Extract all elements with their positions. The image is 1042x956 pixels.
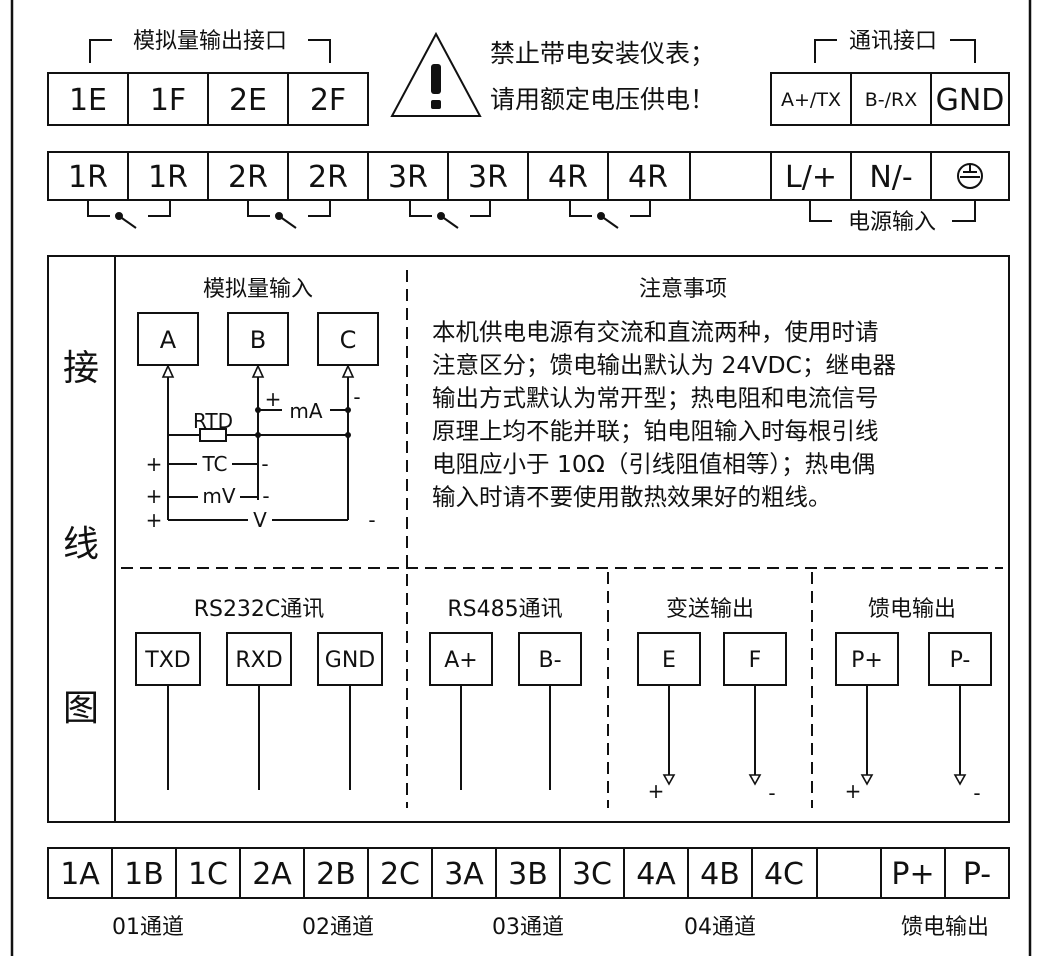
terminal-p-minus: P- bbox=[963, 857, 991, 892]
notes-line: 输出方式默认为常开型；热电阻和电流信号 bbox=[432, 384, 879, 412]
relay-contact-icon bbox=[569, 200, 651, 229]
terminal-4r: 4R bbox=[628, 160, 668, 195]
terminal-3r: 3R bbox=[388, 160, 428, 195]
terminal-4a: 4A bbox=[636, 857, 676, 892]
plus-sign: + bbox=[146, 508, 163, 532]
terminal-l: L/+ bbox=[785, 160, 837, 195]
channel-label: 01通道 bbox=[112, 915, 184, 940]
plus-sign: + bbox=[146, 484, 163, 508]
side-title-char: 接 bbox=[63, 348, 99, 389]
terminal-2r: 2R bbox=[308, 160, 348, 195]
minus-sign: - bbox=[768, 781, 775, 805]
notes-line: 本机供电电源有交流和直流两种，使用时请 bbox=[432, 318, 879, 346]
terminal-2f: 2F bbox=[310, 83, 346, 118]
minus-sign: - bbox=[368, 508, 375, 532]
notes-line: 电阻应小于 10Ω（引线阻值相等）；热电偶 bbox=[432, 450, 875, 478]
terminal-4c: 4C bbox=[764, 857, 804, 892]
terminal-2r: 2R bbox=[228, 160, 268, 195]
channel-label: 03通道 bbox=[492, 915, 564, 940]
relay-contact-icon bbox=[409, 200, 491, 229]
terminal-p-plus: P+ bbox=[891, 857, 934, 892]
notes-line: 原理上均不能并联；铂电阻输入时每根引线 bbox=[432, 417, 879, 445]
terminal-rxd: RXD bbox=[235, 648, 282, 673]
terminal-a-tx: A+/TX bbox=[781, 89, 841, 111]
terminal-3c: 3C bbox=[572, 857, 612, 892]
notes-line: 注意区分；馈电输出默认为 24VDC；继电器 bbox=[432, 351, 896, 379]
terminal-4b: 4B bbox=[700, 857, 740, 892]
terminal-e: E bbox=[662, 648, 676, 673]
terminal-b-rx: B-/RX bbox=[865, 89, 918, 111]
tc-label: TC bbox=[201, 452, 227, 476]
channel-label: 02通道 bbox=[302, 915, 374, 940]
terminal-1c: 1C bbox=[188, 857, 228, 892]
minus-sign: - bbox=[262, 484, 269, 508]
terminal-gnd: GND bbox=[325, 648, 375, 673]
terminal-1b: 1B bbox=[124, 857, 164, 892]
terminal-a: A bbox=[160, 326, 177, 354]
analog-input-title: 模拟量输入 bbox=[203, 277, 313, 302]
terminal-3r: 3R bbox=[468, 160, 508, 195]
analog-output-label: 模拟量输出接口 bbox=[133, 29, 287, 54]
terminal-b-minus: B- bbox=[538, 648, 561, 673]
terminal-1e: 1E bbox=[69, 83, 107, 118]
channel-label: 04通道 bbox=[684, 915, 756, 940]
terminal-2b: 2B bbox=[316, 857, 356, 892]
terminal-2e: 2E bbox=[229, 83, 267, 118]
terminal-txd: TXD bbox=[144, 648, 190, 673]
feed-output-title: 馈电输出 bbox=[868, 597, 956, 622]
minus-sign: - bbox=[353, 385, 360, 409]
terminal-4r: 4R bbox=[548, 160, 588, 195]
mv-label: mV bbox=[202, 484, 235, 508]
rtd-label: RTD bbox=[193, 409, 233, 433]
side-title-char: 图 bbox=[63, 688, 99, 729]
plus-sign: + bbox=[146, 452, 163, 476]
terminal-1r: 1R bbox=[148, 160, 188, 195]
terminal-1r: 1R bbox=[68, 160, 108, 195]
terminal-b: B bbox=[250, 326, 266, 354]
relay-contact-icon bbox=[87, 200, 171, 229]
terminal-gnd: GND bbox=[936, 83, 1005, 118]
warning-text-line2: 请用额定电压供电！ bbox=[490, 85, 715, 114]
rs232-title: RS232C通讯 bbox=[194, 597, 325, 622]
warning-text-line1: 禁止带电安装仪表； bbox=[490, 39, 715, 68]
terminal-c: C bbox=[340, 326, 357, 354]
notes-title: 注意事项 bbox=[639, 277, 727, 302]
plus-sign: + bbox=[265, 387, 282, 411]
ma-label: mA bbox=[289, 399, 322, 423]
terminal-p-minus: P- bbox=[950, 648, 971, 673]
terminal-n: N/- bbox=[869, 160, 912, 195]
transmit-output-title: 变送输出 bbox=[666, 597, 754, 622]
warning-icon bbox=[431, 64, 441, 109]
notes-line: 输入时请不要使用散热效果好的粗线。 bbox=[432, 483, 832, 511]
terminal-3a: 3A bbox=[444, 857, 484, 892]
terminal-3b: 3B bbox=[508, 857, 548, 892]
terminal-p-plus: P+ bbox=[851, 648, 883, 673]
earth-ground-icon bbox=[957, 163, 983, 189]
rs485-title: RS485通讯 bbox=[447, 597, 562, 622]
side-title-char: 线 bbox=[63, 524, 99, 565]
terminal-a-plus: A+ bbox=[444, 648, 477, 673]
power-input-label: 电源输入 bbox=[848, 210, 936, 235]
terminal-1a: 1A bbox=[60, 857, 100, 892]
terminal-f: F bbox=[749, 648, 762, 673]
comm-label: 通讯接口 bbox=[849, 29, 937, 54]
plus-sign: + bbox=[648, 779, 665, 803]
channel-label: 馈电输出 bbox=[901, 915, 989, 940]
relay-contact-icon bbox=[247, 200, 331, 229]
v-label: V bbox=[253, 508, 267, 532]
terminal-2a: 2A bbox=[252, 857, 292, 892]
minus-sign: - bbox=[973, 781, 980, 805]
terminal-2c: 2C bbox=[380, 857, 420, 892]
terminal-1f: 1F bbox=[150, 83, 186, 118]
minus-sign: - bbox=[261, 452, 268, 476]
plus-sign: + bbox=[845, 779, 862, 803]
